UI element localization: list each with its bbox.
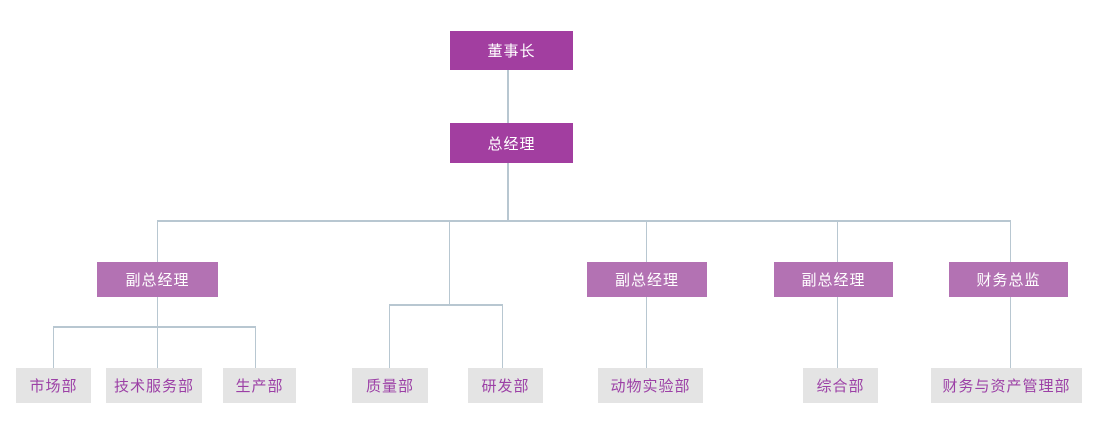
connector-gm-rail [507,163,509,220]
connector-chairman-gm [507,70,509,123]
connector-drop-deputy-gm-1 [156,220,158,262]
org-node-finance-director: 财务总监 [949,262,1068,297]
connector-drop-tech-service [156,326,158,368]
connector-drop-marketing [52,326,54,368]
org-node-marketing-dept: 市场部 [16,368,91,403]
connector-subrail-middle [389,304,502,306]
connector-drop-animal-lab [645,297,647,368]
org-node-quality-dept: 质量部 [352,368,428,403]
connector-deputy-gm-1-subrail [156,297,158,326]
connector-subrail-left [53,326,255,328]
org-node-rnd-dept: 研发部 [468,368,543,403]
org-node-finance-asset-dept: 财务与资产管理部 [931,368,1082,403]
connector-drop-finance-asset [1009,297,1011,368]
org-node-deputy-gm-1: 副总经理 [97,262,218,297]
connector-drop-deputy-gm-2 [645,220,647,262]
connector-main-rail [157,220,1011,222]
connector-drop-rnd [501,304,503,368]
org-node-production-dept: 生产部 [223,368,296,403]
connector-drop-middle-cluster [448,220,450,305]
org-node-deputy-gm-3: 副总经理 [774,262,893,297]
connector-drop-production [254,326,256,368]
org-node-animal-lab-dept: 动物实验部 [598,368,703,403]
connector-drop-quality [388,304,390,368]
connector-drop-general-affairs [836,297,838,368]
org-node-deputy-gm-2: 副总经理 [587,262,707,297]
org-node-general-manager: 总经理 [450,123,573,163]
org-node-general-affairs-dept: 综合部 [803,368,878,403]
org-node-tech-service-dept: 技术服务部 [106,368,202,403]
connector-drop-deputy-gm-3 [836,220,838,262]
connector-drop-finance-director [1009,220,1011,262]
org-node-chairman: 董事长 [450,31,573,70]
